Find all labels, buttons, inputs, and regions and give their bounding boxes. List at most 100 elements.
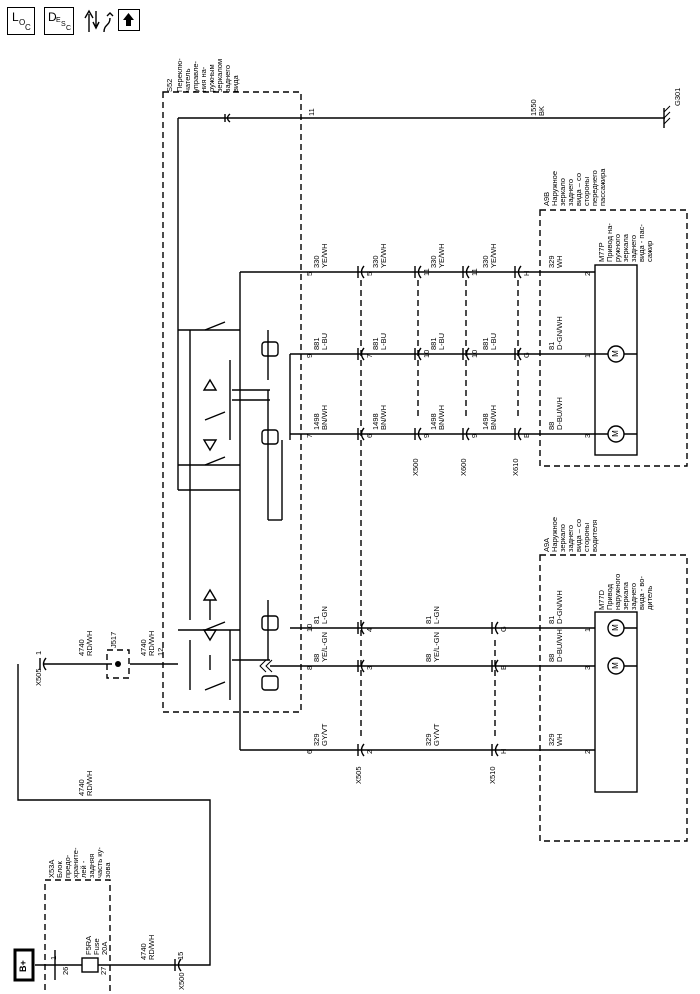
connector-x600: X600 (459, 458, 468, 476)
pin-label: 3 (583, 665, 592, 670)
pin-label: B (499, 664, 508, 670)
x53a-fuse-box (44, 879, 111, 994)
battery-label: B+ (18, 960, 28, 972)
battery-box (13, 948, 35, 982)
pin-label: 7 (305, 433, 314, 438)
j517-splice (106, 649, 130, 679)
pin-label: 6 (305, 749, 314, 754)
pin-label: 6 (365, 433, 374, 438)
pin-label: 10 (305, 623, 314, 632)
navigate-icon[interactable] (84, 6, 114, 36)
pin-label: 2 (365, 749, 374, 754)
connector-x610: X610 (511, 458, 520, 476)
fuse-icon (81, 957, 99, 973)
connector-x500: X500 (177, 972, 186, 990)
pin-label: G (499, 626, 508, 632)
motor-label: M (610, 430, 620, 437)
connector-x500: X500 (411, 458, 420, 476)
pin-label: H (522, 270, 531, 276)
pin-label: 1 (583, 627, 592, 632)
pin-label: 26 (61, 966, 70, 975)
pin-label: B (522, 432, 531, 438)
motor-label: M (610, 350, 620, 357)
ground-icon (663, 105, 671, 128)
desc-button[interactable]: D E S C (44, 7, 74, 35)
pin-label: 5 (305, 271, 314, 276)
pin-11-top: 11 (307, 108, 316, 116)
pin-label: 15 (176, 951, 185, 960)
up-arrow-button[interactable] (118, 9, 140, 31)
pin-label: 7 (365, 353, 374, 358)
switch-internals (178, 321, 291, 700)
pin-label: H (499, 748, 508, 754)
toolbar: L O C D E S C (0, 0, 140, 40)
pin-label: 2 (583, 749, 592, 754)
pin-label: 9 (470, 433, 479, 438)
s52-switch-box (162, 91, 302, 713)
pin-label: 1 (34, 650, 43, 655)
pin-label: 1 (583, 353, 592, 358)
loc-label: L (12, 10, 19, 24)
pin-label: 3 (583, 433, 592, 438)
ground-label: G301 (673, 87, 682, 106)
motor-label: M (610, 662, 620, 669)
pin-label: 11 (422, 268, 431, 276)
pin-label: 5 (365, 271, 374, 276)
pin-label: 10 (422, 349, 431, 358)
loc-button[interactable]: L O C (7, 7, 35, 35)
connector-x505: X505 (34, 668, 43, 686)
pin-label: 4 (365, 627, 374, 632)
pin-label: 10 (470, 349, 479, 358)
pin-label: 11 (470, 268, 479, 276)
desc-label: D (48, 10, 57, 24)
pin-label: 27 (99, 966, 108, 975)
a9b-mirror-box (539, 209, 688, 467)
a9a-mirror-box (539, 554, 688, 842)
motor-label: M (610, 624, 620, 631)
pin-label: 12 (156, 647, 165, 656)
pin-label: 9 (422, 433, 431, 438)
pin-label: 8 (305, 665, 314, 670)
pin-label: 9 (305, 353, 314, 358)
mirror-symbol (261, 341, 279, 691)
connector-x505: X505 (354, 766, 363, 784)
pin-label: G (522, 352, 531, 358)
connector-x510: X510 (488, 766, 497, 784)
pin-label: 3 (365, 665, 374, 670)
j517-label: J517 (109, 631, 118, 648)
